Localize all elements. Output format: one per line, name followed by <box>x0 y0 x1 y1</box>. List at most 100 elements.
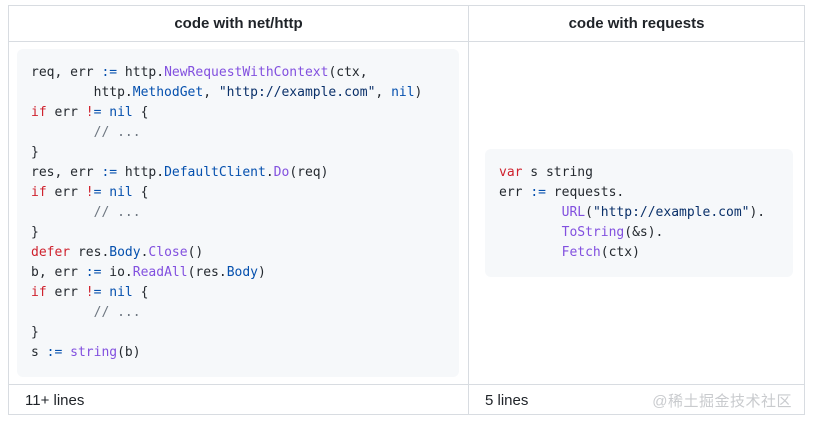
code-token: () <box>187 245 204 260</box>
code-line: } <box>31 323 445 343</box>
code-token: = <box>93 285 102 300</box>
code-token: // ... <box>31 205 141 220</box>
code-token: "http://example.com" <box>592 205 750 220</box>
code-line: ToString(&s). <box>499 223 779 243</box>
code-token: NewRequestWithContext <box>164 65 329 80</box>
code-token: := <box>530 185 546 200</box>
code-token: ToString <box>561 225 625 240</box>
code-token: { <box>132 285 149 300</box>
code-token: } <box>31 145 39 160</box>
code-token: Do <box>273 165 290 180</box>
code-token: := <box>101 65 118 80</box>
code-token: Close <box>148 245 188 260</box>
code-line: http.MethodGet, "http://example.com", ni… <box>31 83 445 103</box>
code-line: req, err := http.NewRequestWithContext(c… <box>31 63 445 83</box>
code-token: nil <box>109 105 133 120</box>
code-token: err <box>46 285 86 300</box>
code-token: s string <box>522 165 593 180</box>
code-token: var <box>499 165 523 180</box>
code-token: ) <box>258 265 266 280</box>
code-token: if <box>31 285 47 300</box>
code-token <box>499 225 562 240</box>
code-token: requests. <box>545 185 625 200</box>
code-line: // ... <box>31 303 445 323</box>
code-token: } <box>31 225 39 240</box>
code-token: nil <box>109 285 133 300</box>
code-token: if <box>31 185 47 200</box>
code-token: MethodGet <box>132 85 204 100</box>
code-token: b, err <box>31 265 86 280</box>
requests-line-count: 5 lines <box>485 391 529 409</box>
comparison-table: code with net/http code with requests re… <box>8 5 805 415</box>
header-requests-label: code with requests <box>568 15 705 32</box>
code-token: nil <box>109 185 133 200</box>
net-http-code-cell: req, err := http.NewRequestWithContext(c… <box>9 42 468 384</box>
code-token: Fetch <box>561 245 601 260</box>
header-requests: code with requests <box>468 6 804 42</box>
code-token: if <box>31 105 47 120</box>
code-token: (res. <box>187 265 227 280</box>
watermark: @稀土掘金技术社区 <box>652 392 792 410</box>
code-token: nil <box>391 85 415 100</box>
code-token: http. <box>117 65 165 80</box>
code-line: if err != nil { <box>31 183 445 203</box>
code-token: string <box>70 345 118 360</box>
code-token: (ctx) <box>600 245 640 260</box>
code-token: res, err <box>31 165 102 180</box>
code-line: // ... <box>31 123 445 143</box>
code-token <box>499 245 562 260</box>
footer-net-http: 11+ lines <box>9 384 468 415</box>
code-token: Body <box>226 265 259 280</box>
code-token: ) <box>414 85 423 100</box>
code-token: (req) <box>289 165 329 180</box>
code-line: Fetch(ctx) <box>499 243 779 263</box>
code-token <box>62 345 70 360</box>
code-line: var s string <box>499 163 779 183</box>
code-token: err <box>499 185 531 200</box>
code-token: defer <box>31 245 71 260</box>
code-line: } <box>31 143 445 163</box>
footer-requests: 5 lines @稀土掘金技术社区 <box>468 384 804 415</box>
code-token: err <box>46 105 86 120</box>
code-token: // ... <box>31 125 141 140</box>
code-line: URL("http://example.com"). <box>499 203 779 223</box>
code-token: "http://example.com" <box>218 85 376 100</box>
code-token: (b) <box>117 345 141 360</box>
code-line: s := string(b) <box>31 343 445 363</box>
code-line: defer res.Body.Close() <box>31 243 445 263</box>
code-token: http. <box>117 165 165 180</box>
code-token: res. <box>70 245 110 260</box>
code-token: (&s). <box>624 225 664 240</box>
code-token: http. <box>31 85 133 100</box>
code-token: ( <box>585 205 593 220</box>
header-net-http: code with net/http <box>9 6 468 42</box>
code-token <box>499 205 562 220</box>
code-token: URL <box>561 205 586 220</box>
code-token: } <box>31 325 39 340</box>
code-token: = <box>93 185 102 200</box>
code-line: } <box>31 223 445 243</box>
code-line: if err != nil { <box>31 283 445 303</box>
code-token: := <box>101 165 118 180</box>
code-token: ReadAll <box>132 265 188 280</box>
code-token: req, err <box>31 65 102 80</box>
code-line: err := requests. <box>499 183 779 203</box>
code-line: // ... <box>31 203 445 223</box>
code-line: res, err := http.DefaultClient.Do(req) <box>31 163 445 183</box>
code-token: . <box>140 245 149 260</box>
header-net-http-label: code with net/http <box>174 15 303 32</box>
code-token: ). <box>749 205 766 220</box>
code-token: . <box>265 165 274 180</box>
code-token: ! <box>85 105 94 120</box>
code-token: s <box>31 345 47 360</box>
net-http-line-count: 11+ lines <box>25 391 85 409</box>
code-token: , <box>375 85 392 100</box>
code-token: io. <box>101 265 133 280</box>
code-token: := <box>46 345 63 360</box>
code-token: = <box>93 105 102 120</box>
code-token: ! <box>85 285 94 300</box>
code-token: // ... <box>31 305 141 320</box>
